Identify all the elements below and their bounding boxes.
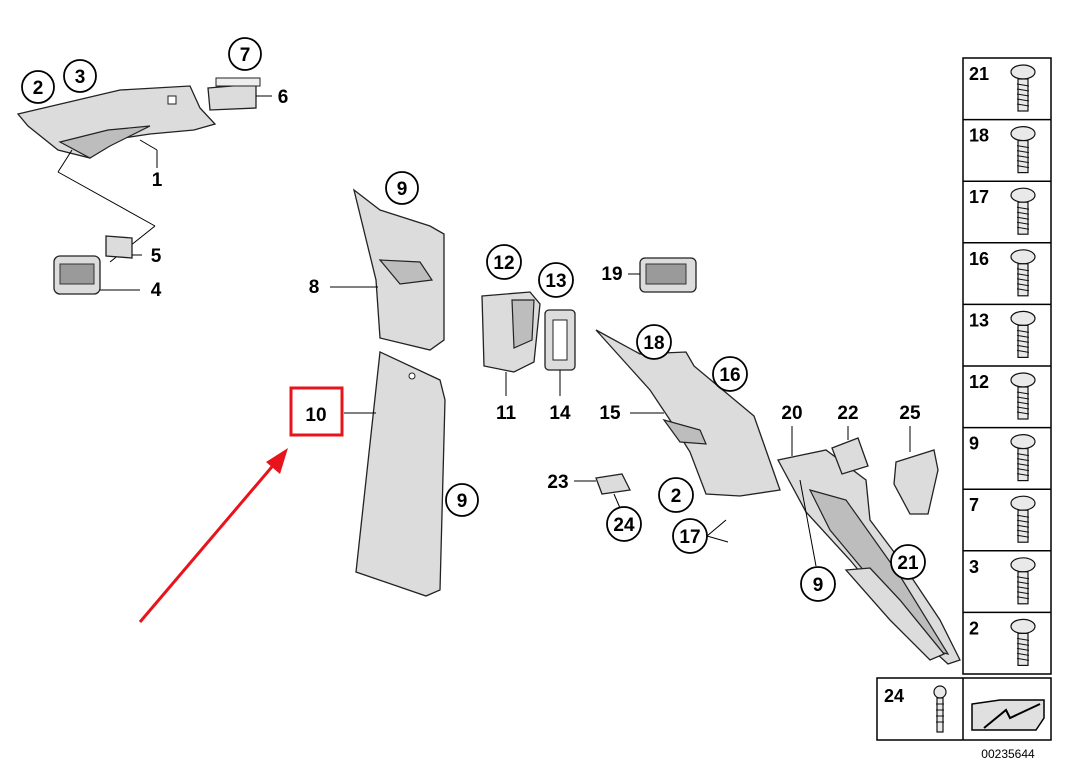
- callout-14: 14: [549, 403, 571, 424]
- fastener-row-18: 18: [963, 118, 1051, 174]
- callout-label: 16: [719, 365, 740, 386]
- fastener-18-icon: [1010, 126, 1036, 174]
- callout-7-top: 7: [228, 37, 262, 71]
- fastener-label: 21: [969, 64, 989, 84]
- callout-6: 6: [278, 87, 289, 108]
- fastener-row-13: 13: [963, 303, 1051, 358]
- callout-10-highlight: 10: [289, 386, 344, 437]
- part-19-badge: [628, 257, 697, 293]
- fastener-7-icon: [1010, 495, 1036, 543]
- fastener-label-24: 24: [884, 686, 904, 706]
- fastener-label: 7: [969, 495, 979, 515]
- part-15-b-pillar: [595, 329, 781, 497]
- fastener-label: 9: [969, 434, 979, 454]
- callout-18-mid: 18: [636, 324, 672, 360]
- fastener-label: 12: [969, 372, 989, 392]
- callout-label: 2: [33, 78, 44, 99]
- callout-17-mid: 17: [672, 518, 729, 554]
- callout-21-right: 21: [890, 544, 926, 580]
- callout-label: 24: [613, 515, 635, 536]
- callout-4: 4: [151, 280, 162, 301]
- fastener-label: 18: [969, 126, 989, 146]
- fastener-row-21: 21: [969, 64, 1036, 112]
- callout-22: 22: [837, 403, 858, 424]
- fastener-row-7: 7: [963, 488, 1051, 543]
- part-23-clip: [574, 473, 631, 509]
- callout-label: 7: [240, 45, 251, 66]
- callout-label: 9: [813, 575, 824, 596]
- part-8-upper-pillar: [330, 188, 445, 351]
- part-4-badge: [53, 255, 140, 295]
- callout-2-mid: 2: [658, 477, 694, 513]
- callout-8: 8: [309, 277, 320, 298]
- fastener-16-icon: [1010, 249, 1036, 297]
- fastener-panel: 21 18 17 16 13 12 9 7 3 2: [962, 57, 1052, 675]
- callout-label: 3: [75, 67, 86, 88]
- callout-label: 9: [457, 491, 468, 512]
- fastener-row-3: 3: [963, 550, 1051, 605]
- part-11-handle-housing: [481, 291, 541, 396]
- fastener-24-box: 24: [876, 677, 1052, 741]
- callout-12-left: 12: [486, 244, 522, 280]
- callout-9-lower: 9: [445, 483, 479, 517]
- fastener-row-2: 2: [963, 611, 1051, 667]
- callout-25: 25: [899, 403, 921, 424]
- callout-label: 13: [545, 271, 566, 292]
- callout-13-left: 13: [538, 262, 574, 298]
- callout-11: 11: [496, 403, 517, 424]
- fastener-label: 16: [969, 249, 989, 269]
- callout-label: 12: [493, 253, 514, 274]
- part-22-cap: [831, 426, 869, 475]
- callout-label: 17: [679, 527, 700, 548]
- part-6-bracket: [207, 77, 272, 111]
- callout-3: 3: [63, 59, 97, 93]
- fastener-label: 17: [969, 187, 989, 207]
- callout-24-mid: 24: [606, 506, 642, 542]
- part-1-trim-panel: [16, 85, 217, 263]
- fastener-21-icon: [1010, 64, 1036, 112]
- fastener-label: 2: [969, 618, 979, 638]
- direction-arrow-icon: [971, 699, 1045, 731]
- callout-9-upper: 9: [385, 171, 419, 205]
- fastener-17-icon: [1010, 187, 1036, 235]
- callout-2-top: 2: [21, 70, 55, 104]
- fastener-label: 3: [969, 557, 979, 577]
- callout-16-mid: 16: [712, 356, 748, 392]
- fastener-label: 13: [969, 310, 989, 330]
- fastener-9-icon: [1010, 434, 1036, 482]
- part-20-c-pillar: [777, 426, 961, 665]
- fastener-12-icon: [1010, 372, 1036, 420]
- fastener-13-icon: [1010, 310, 1036, 358]
- fastener-row-9: 9: [963, 426, 1051, 482]
- highlight-arrow: [138, 448, 288, 623]
- callout-5: 5: [151, 246, 162, 267]
- fastener-2-icon: [1010, 618, 1036, 667]
- callout-label: 9: [397, 179, 408, 200]
- callout-1: 1: [152, 170, 163, 191]
- callout-9-right: 9: [800, 566, 836, 602]
- part-10-lower-pillar: [344, 351, 446, 597]
- callout-20: 20: [781, 403, 802, 424]
- diagram-id: 00235644: [981, 747, 1035, 761]
- callout-label: 18: [643, 333, 664, 354]
- callout-10: 10: [305, 405, 326, 426]
- part-14-frame: [544, 309, 576, 396]
- callout-19: 19: [601, 264, 622, 285]
- callout-label: 21: [897, 553, 919, 574]
- part-25-bracket: [893, 426, 939, 515]
- callout-label: 2: [671, 486, 682, 507]
- fastener-row-12: 12: [963, 365, 1051, 420]
- screw-24-icon: [933, 685, 947, 733]
- part-5-clip: [105, 235, 142, 259]
- callout-23: 23: [547, 472, 568, 493]
- callout-15: 15: [599, 403, 621, 424]
- fastener-row-16: 16: [963, 242, 1051, 297]
- fastener-3-icon: [1010, 557, 1036, 605]
- fastener-row-17: 17: [963, 180, 1051, 235]
